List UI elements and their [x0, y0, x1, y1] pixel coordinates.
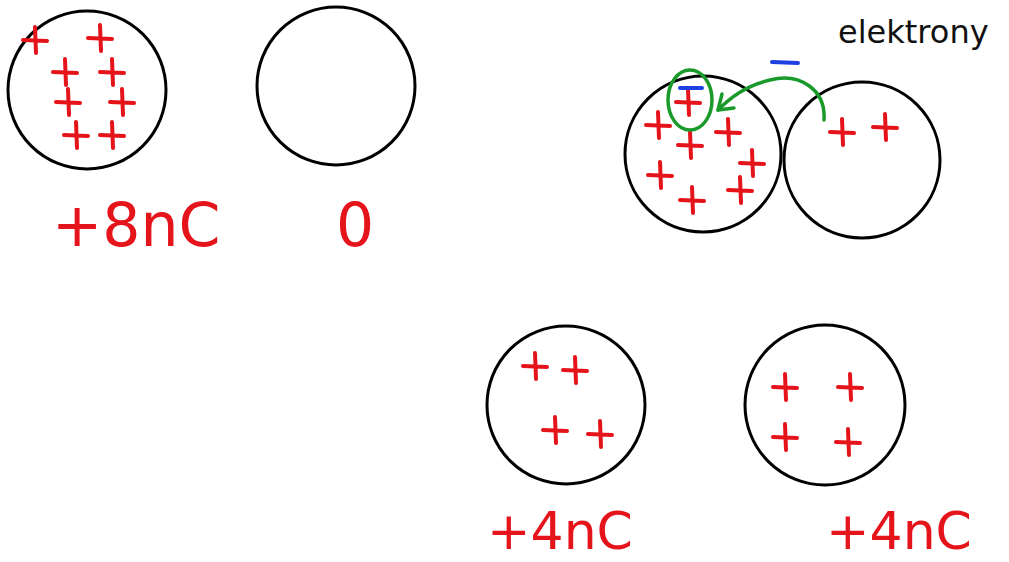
charge-value: +4nC	[826, 505, 972, 557]
electron-symbols	[680, 62, 798, 88]
sphere-outlines	[8, 7, 940, 485]
electron-transfer-arrow	[668, 70, 824, 130]
charge-value: 0	[336, 195, 374, 255]
positive-charges	[23, 25, 897, 455]
heading-label: elektrony	[838, 16, 989, 48]
charge-value: +8nC	[52, 195, 220, 255]
charge-value: +4nC	[487, 505, 633, 557]
